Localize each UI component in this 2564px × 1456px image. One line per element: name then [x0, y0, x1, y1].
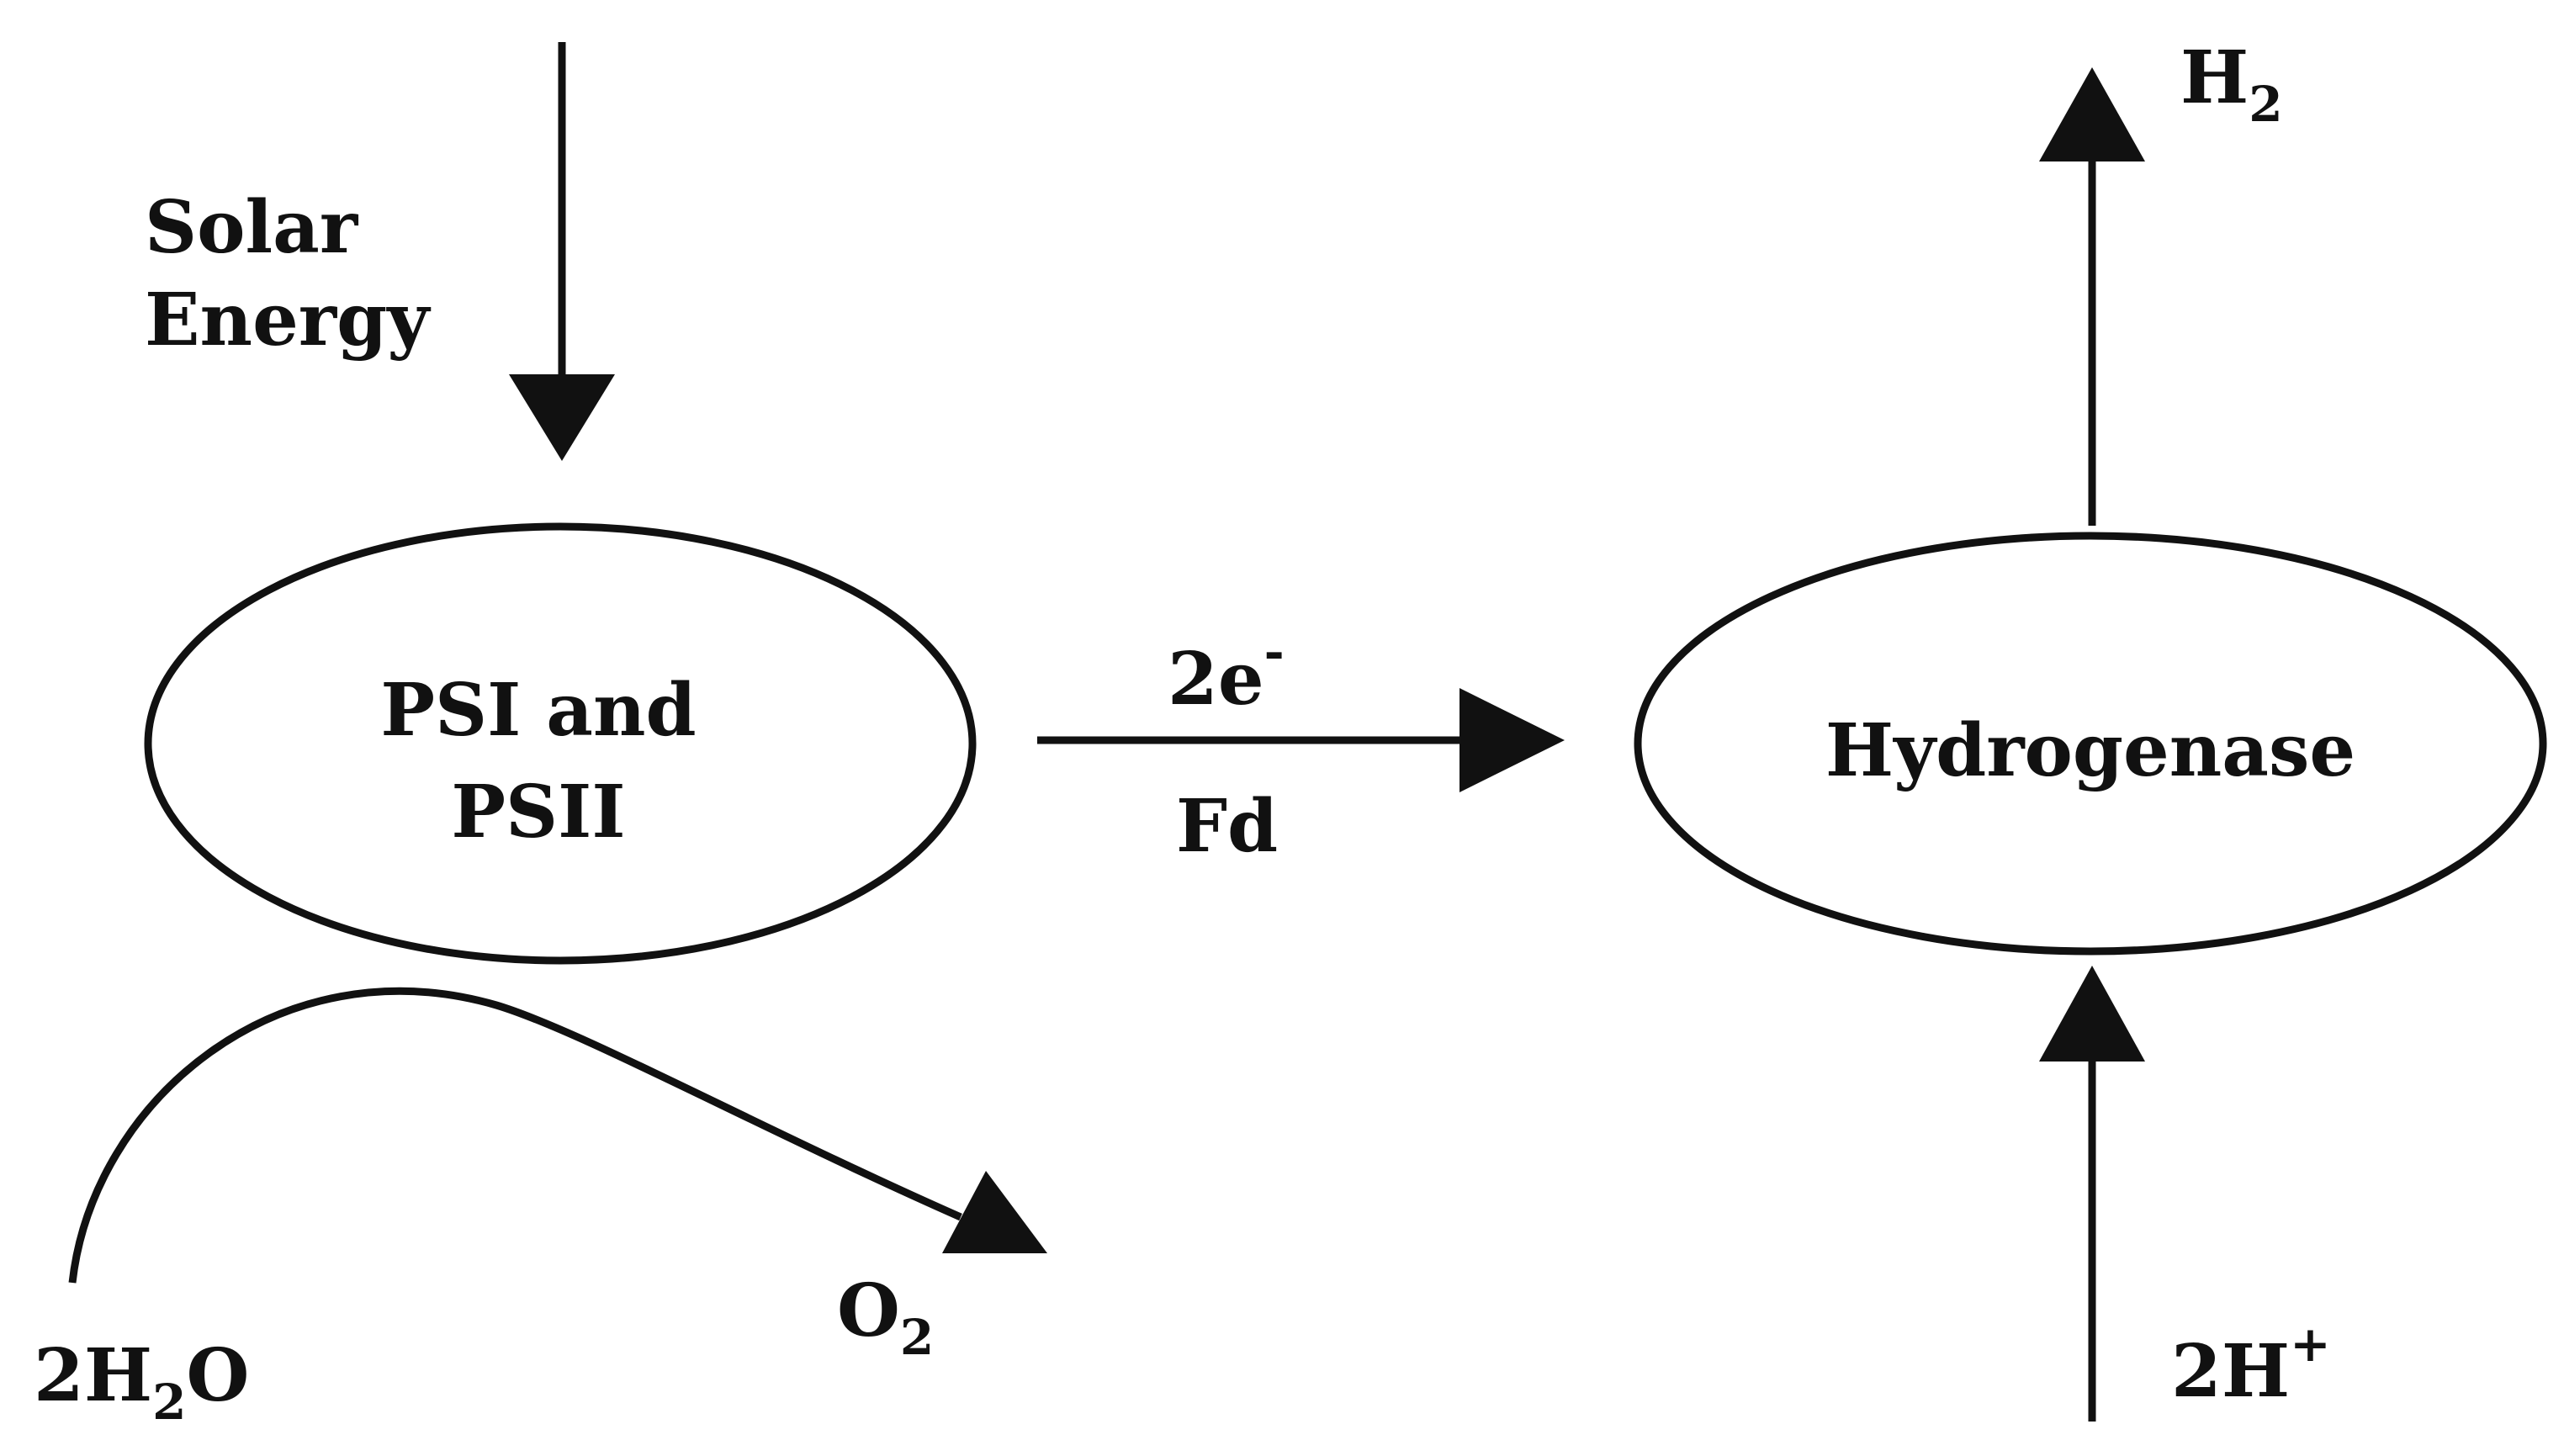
proton-input-arrow — [2039, 966, 2145, 1422]
water-suffix: O — [186, 1333, 249, 1418]
hydrogenase-node: Hydrogenase — [1634, 532, 2547, 956]
electron-transfer-arrow — [1037, 688, 1565, 792]
hydrogen-gas-base: H — [2180, 35, 2249, 120]
electrons-charge: - — [1264, 623, 1285, 680]
solar-energy-line2: Energy — [145, 278, 432, 363]
hydrogen-gas-label: H2 — [2180, 35, 2283, 133]
water-label: 2H2O — [34, 1333, 249, 1431]
water-subscript: 2 — [152, 1374, 186, 1431]
hydrogen-output-arrow — [2039, 67, 2145, 526]
solar-energy-label: Solar Energy — [145, 185, 432, 363]
photosystems-ellipse — [144, 522, 977, 965]
hydrogenase-label: Hydrogenase — [1825, 708, 2355, 793]
oxygen-subscript: 2 — [900, 1309, 934, 1366]
photosystems-label-line2: PSII — [451, 770, 625, 855]
protons-charge: + — [2290, 1316, 2331, 1373]
water-splitting-arrow — [68, 987, 1047, 1284]
photosystems-node: PSI and PSII — [144, 522, 977, 965]
water-prefix: 2H — [34, 1333, 152, 1418]
ferredoxin-label: Fd — [1176, 784, 1278, 869]
solar-energy-arrow — [509, 42, 615, 461]
photosystems-label-line1: PSI and — [380, 668, 696, 753]
electrons-base: 2e — [1168, 637, 1264, 722]
electrons-label: 2e- — [1168, 623, 1285, 722]
protons-label: 2H+ — [2171, 1316, 2331, 1414]
oxygen-label: O2 — [837, 1268, 934, 1366]
solar-energy-line1: Solar — [145, 185, 359, 270]
protons-base: 2H — [2171, 1329, 2290, 1414]
oxygen-base: O — [837, 1268, 900, 1353]
hydrogenase-ellipse — [1634, 532, 2547, 956]
hydrogen-gas-subscript: 2 — [2249, 76, 2282, 133]
